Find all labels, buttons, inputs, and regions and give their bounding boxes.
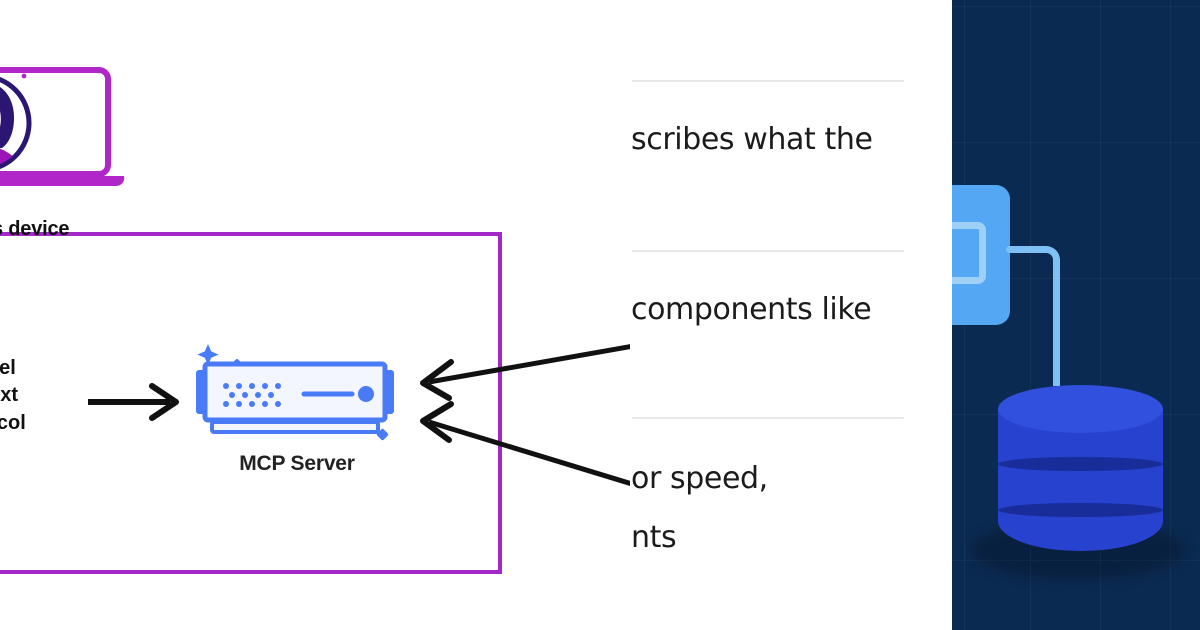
grid-line <box>1170 0 1171 630</box>
grid-line <box>952 6 1200 7</box>
mcp-label-line-1: Model <box>0 357 16 379</box>
text-fragment-3: or speed, <box>631 461 768 496</box>
database-ring <box>998 457 1163 471</box>
text-fragment-2: components like <box>631 292 872 327</box>
mcp-label-line-3: rotocol <box>0 411 26 434</box>
connector-vertical-icon <box>1053 266 1060 386</box>
grid-line <box>952 560 1200 561</box>
model-context-protocol-label: Model ontext rotocol <box>0 355 88 437</box>
database-ring <box>998 503 1163 517</box>
mcp-label-line-2: ontext <box>0 384 18 407</box>
text-panel: scribes what the components like or spee… <box>630 0 952 630</box>
illustration-panel <box>952 0 1200 630</box>
divider-3 <box>632 417 904 419</box>
grid-line <box>1030 0 1031 630</box>
divider-2 <box>632 250 904 252</box>
database-top <box>998 385 1163 433</box>
user-device-boundary-box <box>0 232 502 574</box>
text-fragment-1: scribes what the <box>631 122 873 157</box>
callout-arrows <box>405 336 630 496</box>
node-square-inner-icon <box>952 222 986 284</box>
database-cylinder-icon <box>998 385 1163 575</box>
callout-arrow-lower-icon <box>420 401 630 487</box>
grid-line <box>952 142 1200 143</box>
callout-arrow-upper-icon <box>420 344 630 401</box>
connector-line-icon <box>1006 246 1046 253</box>
user-avatar-icon <box>0 76 32 170</box>
arrow-right-icon <box>88 382 193 422</box>
mcp-server-icon <box>186 334 408 450</box>
text-fragment-4: nts <box>631 520 677 555</box>
diagram-panel: ser's device Model ontext rotocol <box>0 66 630 574</box>
mcp-server-caption: MCP Server <box>239 452 355 475</box>
connector-corner-icon <box>1032 246 1060 274</box>
laptop-icon <box>0 66 142 196</box>
grid-line <box>1100 0 1101 630</box>
user-device-label: ser's device <box>0 218 70 240</box>
divider-1 <box>632 80 904 82</box>
grid-line <box>952 278 1200 279</box>
